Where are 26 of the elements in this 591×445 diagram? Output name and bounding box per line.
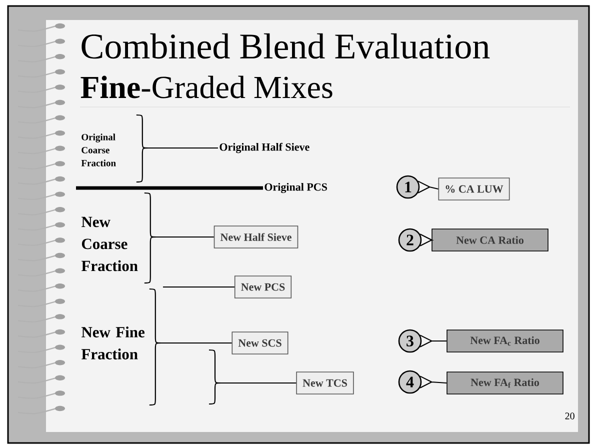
brace-connector [148, 288, 232, 406]
connector-line [163, 286, 234, 288]
ratio-box: New FA$_{c}$ Ratio [446, 330, 564, 352]
sieve-box: New SCS [232, 332, 288, 354]
fraction-label: New Fine Fraction [81, 326, 144, 360]
sieve-box: New TCS [296, 372, 354, 394]
ratio-box: New CA Ratio [432, 228, 548, 252]
sieve-box: % CA LUW [438, 178, 510, 200]
callout-pointer [420, 376, 448, 388]
fraction-label: Original Coarse Fraction [81, 134, 116, 166]
fraction-label: New Coarse Fraction [81, 216, 138, 272]
sieve-label: Original Half Sieve [220, 142, 310, 154]
brace-connector [136, 114, 219, 183]
brace-connector [208, 349, 297, 405]
connector-line [76, 186, 263, 190]
sieve-box: New Half Sieve [214, 226, 298, 248]
callout-pointer [418, 180, 439, 194]
sieve-box: New PCS [234, 276, 292, 298]
slide-title: Combined Blend Evaluation [82, 33, 490, 59]
callout-pointer [420, 234, 434, 246]
page-number: 20 [565, 412, 574, 420]
callout-pointer [420, 334, 448, 348]
sieve-label: Original PCS [264, 182, 327, 194]
brace-connector [144, 192, 214, 284]
slide-subtitle: Fine-Graded Mixes [80, 76, 332, 98]
ratio-box: New FA$_{f}$ Ratio [446, 372, 564, 394]
